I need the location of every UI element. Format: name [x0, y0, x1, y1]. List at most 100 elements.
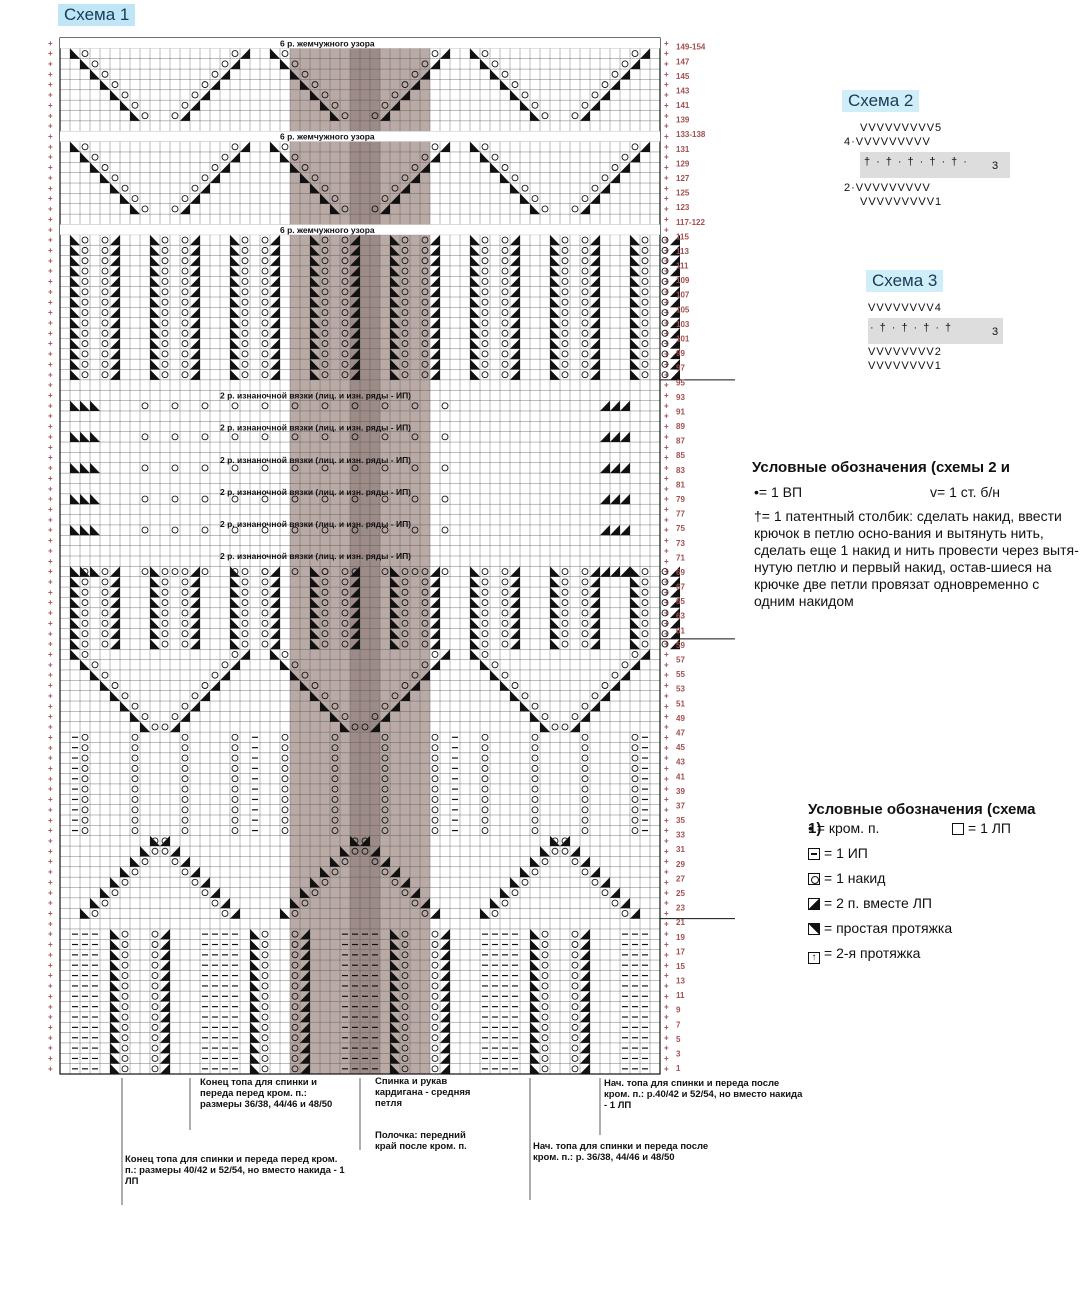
yarn-over-symbol — [482, 299, 488, 305]
yarn-over-symbol — [502, 237, 508, 243]
decrease-symbol — [590, 235, 600, 245]
decrease-symbol — [440, 950, 450, 960]
decrease-symbol — [530, 981, 540, 991]
decrease-symbol — [250, 991, 260, 1001]
decrease-symbol — [70, 608, 80, 618]
yarn-over-symbol — [232, 734, 238, 740]
yarn-over-symbol — [542, 962, 548, 968]
yarn-over-symbol — [562, 268, 568, 274]
decrease-symbol — [510, 577, 520, 587]
decrease-symbol — [270, 245, 280, 255]
edge-stitch-dot: + — [48, 453, 53, 462]
edge-stitch-dot: + — [664, 868, 669, 877]
decrease-symbol — [470, 318, 480, 328]
decrease-symbol — [580, 950, 590, 960]
decrease-symbol — [580, 1053, 590, 1063]
row-number: 29 — [676, 860, 685, 869]
yarn-over-symbol — [182, 196, 188, 202]
yarn-over-symbol — [612, 71, 618, 77]
yarn-over-symbol — [642, 289, 648, 295]
yarn-over-symbol — [102, 579, 108, 585]
row-number: 7 — [676, 1020, 681, 1029]
decrease-symbol — [590, 608, 600, 618]
decrease-symbol — [90, 463, 100, 473]
yarn-over-symbol — [232, 796, 238, 802]
yarn-over-symbol — [202, 175, 208, 181]
edge-stitch-dot: + — [664, 1044, 669, 1053]
yarn-over-symbol — [562, 579, 568, 585]
yarn-over-symbol — [642, 330, 648, 336]
decrease-symbol — [110, 639, 120, 649]
decrease-symbol — [500, 680, 510, 690]
decrease-symbol — [270, 349, 280, 359]
decrease-symbol — [90, 566, 100, 576]
yarn-over-symbol — [232, 828, 238, 834]
yarn-over-symbol — [182, 807, 188, 813]
decrease-symbol — [160, 939, 170, 949]
edge-stitch-dot: + — [664, 888, 669, 897]
edge-stitch-dot: + — [48, 785, 53, 794]
yarn-over-symbol — [122, 1004, 128, 1010]
decrease-symbol — [110, 929, 120, 939]
yarn-over-symbol — [182, 372, 188, 378]
yarn-over-symbol — [572, 1045, 578, 1051]
decrease-symbol — [530, 1012, 540, 1022]
decrease-symbol — [510, 328, 520, 338]
decrease-symbol — [530, 1053, 540, 1063]
decrease-symbol — [150, 276, 160, 286]
decrease-symbol — [440, 991, 450, 1001]
decrease-symbol — [610, 566, 620, 576]
yarn-over-symbol — [162, 724, 168, 730]
yarn-over-symbol — [152, 931, 158, 937]
decrease-symbol — [190, 287, 200, 297]
decrease-symbol — [150, 370, 160, 380]
row-number: 39 — [676, 787, 685, 796]
yarn-over-symbol — [162, 278, 168, 284]
decrease-symbol — [170, 722, 180, 732]
decrease-symbol — [580, 1022, 590, 1032]
edge-stitch-dot: + — [48, 163, 53, 172]
yarn-over-symbol — [82, 330, 88, 336]
yarn-over-symbol — [82, 631, 88, 637]
yarn-over-symbol — [552, 724, 558, 730]
decrease-symbol — [580, 960, 590, 970]
yarn-over-symbol — [262, 1045, 268, 1051]
edge-stitch-dot: + — [48, 857, 53, 866]
yarn-over-symbol — [542, 983, 548, 989]
edge-stitch-dot: + — [48, 816, 53, 825]
decrease-symbol — [580, 929, 590, 939]
decrease-symbol — [440, 981, 450, 991]
decrease-symbol — [80, 494, 90, 504]
yarn-over-symbol — [632, 734, 638, 740]
yarn-over-symbol — [162, 372, 168, 378]
decrease-symbol — [510, 307, 520, 317]
yarn-over-symbol — [232, 765, 238, 771]
yarn-over-symbol — [82, 610, 88, 616]
yarn-over-symbol — [562, 372, 568, 378]
row-number: 127 — [676, 174, 690, 183]
row-number: 147 — [676, 57, 690, 66]
scheme3-row-1: VVVVVVVV1 — [868, 360, 942, 372]
yarn-over-symbol — [282, 786, 288, 792]
edge-stitch-dot: + — [664, 153, 669, 162]
decrease-symbol — [270, 297, 280, 307]
edge-stitch-dot: + — [664, 660, 669, 669]
yarn-over-symbol — [532, 765, 538, 771]
decrease-symbol — [580, 991, 590, 1001]
yarn-over-symbol — [102, 258, 108, 264]
decrease-symbol — [470, 359, 480, 369]
edge-stitch-dot: + — [48, 59, 53, 68]
yarn-over-symbol — [482, 247, 488, 253]
yarn-over-symbol — [572, 113, 578, 119]
decrease-symbol — [150, 256, 160, 266]
decrease-symbol — [70, 318, 80, 328]
yarn-over-symbol — [502, 258, 508, 264]
decrease-symbol — [470, 577, 480, 587]
decrease-symbol — [580, 111, 590, 121]
yarn-over-symbol — [122, 92, 128, 98]
decrease-symbol — [110, 370, 120, 380]
yarn-over-symbol — [262, 579, 268, 585]
yarn-over-symbol — [182, 610, 188, 616]
legend1-krom: • = кром. п. — [808, 820, 879, 837]
decrease-symbol — [70, 587, 80, 597]
